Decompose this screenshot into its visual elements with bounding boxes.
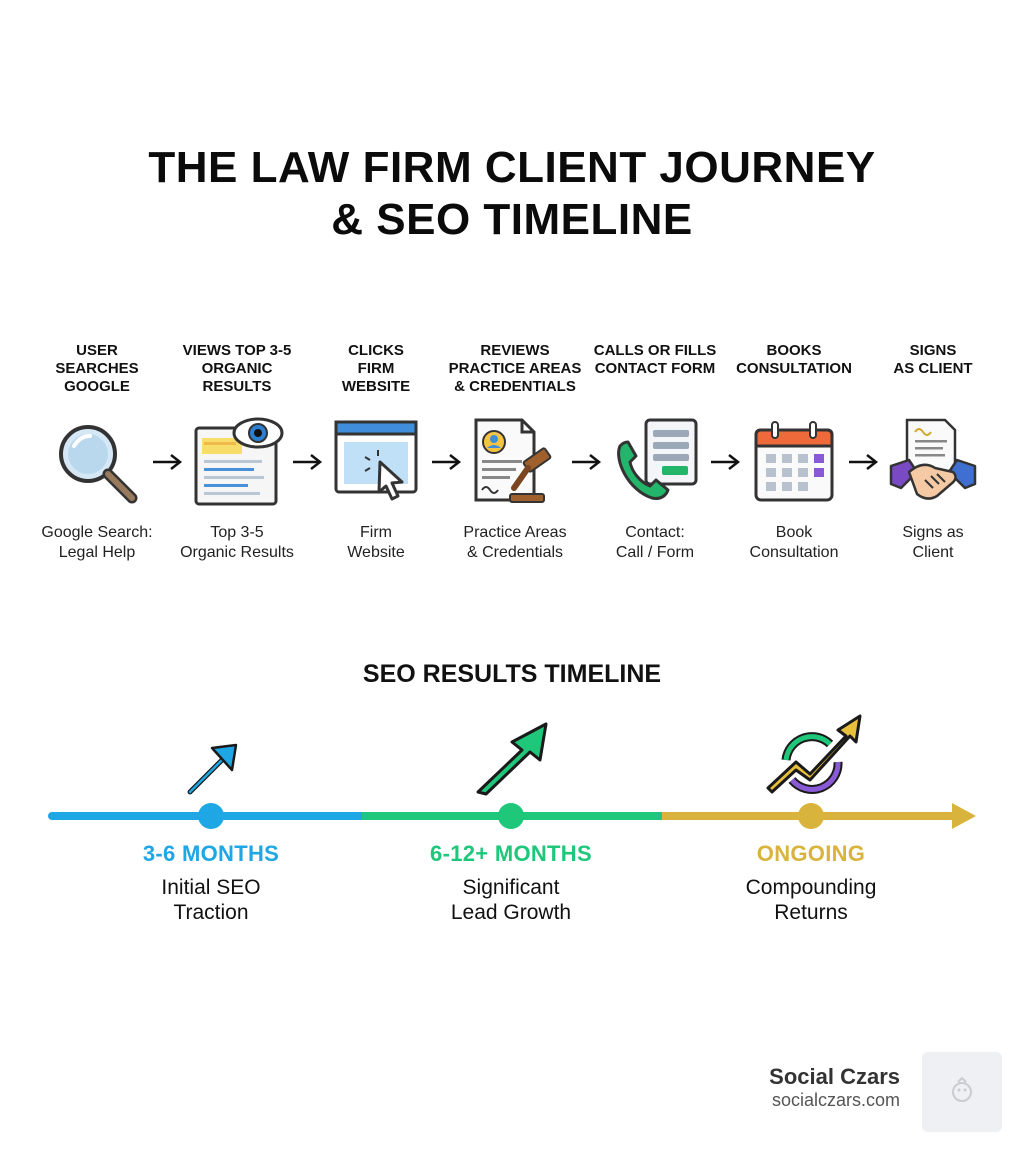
step-heading-line: SEARCHES: [55, 360, 139, 377]
phase-description-line: Compounding: [745, 876, 877, 899]
step-heading-line: BOOKS: [766, 342, 822, 359]
step-heading-line: CALLS OR FILLS: [593, 342, 717, 359]
step-caption-line: Google Search:: [41, 524, 153, 541]
phone-form-icon: [617, 418, 698, 500]
phase-label-3: ONGOING: [756, 841, 866, 866]
brand-mascot-icon: [952, 1076, 972, 1102]
timeline-dot-2: [498, 803, 524, 829]
timeline-arrowhead: [952, 803, 976, 829]
brand-url[interactable]: socialczars.com: [771, 1090, 900, 1110]
page-title: THE LAW FIRM CLIENT JOURNEY & SEO TIMELI…: [0, 142, 1024, 246]
step-heading-4: REVIEWS PRACTICE AREAS & CREDENTIALS: [440, 342, 590, 396]
step-heading-5: CALLS OR FILLS CONTACT FORM: [580, 342, 730, 378]
title-line-2: & SEO TIMELINE: [331, 195, 693, 244]
step-heading-line: AS CLIENT: [893, 360, 973, 377]
arrow-up-icon: [187, 743, 238, 795]
timeline-graphic: [48, 714, 976, 829]
phase-description-line: Returns: [774, 901, 848, 924]
calendar-icon: [754, 421, 834, 502]
arrow-right-icon: [711, 454, 741, 470]
step-heading-2: VIEWS TOP 3-5 ORGANIC RESULTS: [162, 342, 312, 396]
arrow-right-icon: [572, 454, 602, 470]
step-caption-7: Signs as Client: [858, 523, 1008, 563]
step-caption-4: Practice Areas & Credentials: [440, 523, 590, 563]
arrow-right-icon: [293, 454, 323, 470]
step-caption-1: Google Search: Legal Help: [22, 523, 172, 563]
step-caption-line: Signs as: [902, 524, 964, 541]
browser-click-icon: [334, 420, 418, 501]
step-heading-line: REVIEWS: [480, 342, 550, 359]
phase-description-3: Compounding Returns: [661, 875, 961, 925]
step-heading-line: & CREDENTIALS: [454, 378, 576, 395]
step-caption-line: Website: [347, 544, 405, 561]
step-heading-line: FIRM: [357, 360, 395, 377]
brand-logo: [922, 1052, 1002, 1132]
step-caption-line: Firm: [360, 524, 392, 541]
step-caption-line: Practice Areas: [463, 524, 567, 541]
step-heading-line: WEBSITE: [341, 378, 411, 395]
brand-name: Social Czars: [769, 1064, 900, 1089]
step-caption-line: Top 3-5: [210, 524, 264, 541]
compounding-cycle-arrow-icon: [766, 714, 862, 794]
phase-label-2: 6-12+ MONTHS: [430, 841, 592, 866]
step-caption-line: Organic Results: [180, 544, 294, 561]
phase-label-1: 3-6 MONTHS: [142, 841, 280, 866]
phase-description-2: Significant Lead Growth: [361, 875, 661, 925]
step-heading-line: CONSULTATION: [736, 360, 852, 377]
step-heading-line: GOOGLE: [64, 378, 130, 395]
timeline-dot-3: [798, 803, 824, 829]
step-caption-line: Client: [912, 544, 954, 561]
step-heading-6: BOOKS CONSULTATION: [719, 342, 869, 378]
step-heading-line: CONTACT FORM: [594, 360, 716, 377]
step-caption-line: Book: [775, 524, 813, 541]
step-caption-line: Legal Help: [58, 544, 136, 561]
step-caption-line: Consultation: [749, 544, 839, 561]
step-heading-line: RESULTS: [202, 378, 272, 395]
step-heading-1: USER SEARCHES GOOGLE: [22, 342, 172, 396]
step-heading-7: SIGNS AS CLIENT: [858, 342, 1008, 378]
step-heading-line: VIEWS TOP 3-5: [182, 342, 292, 359]
arrow-right-icon: [849, 454, 879, 470]
step-heading-line: USER: [76, 342, 118, 359]
arrow-right-icon: [153, 454, 183, 470]
handshake-contract-icon: [889, 418, 977, 500]
timeline-title: SEO RESULTS TIMELINE: [362, 660, 662, 688]
timeline-dot-1: [198, 803, 224, 829]
step-caption-6: Book Consultation: [719, 523, 869, 563]
step-heading-line: ORGANIC: [201, 360, 273, 377]
step-caption-3: Firm Website: [301, 523, 451, 563]
step-heading-line: SIGNS: [909, 342, 957, 359]
title-line-1: THE LAW FIRM CLIENT JOURNEY: [148, 143, 876, 192]
step-caption-line: Call / Form: [615, 544, 695, 561]
search-results-eye-icon: [194, 417, 284, 506]
step-caption-line: Contact:: [625, 524, 685, 541]
step-heading-line: CLICKS: [348, 342, 404, 359]
arrow-right-icon: [432, 454, 462, 470]
credentials-gavel-icon: [474, 418, 552, 503]
phase-description-line: Initial SEO: [161, 876, 261, 899]
step-caption-2: Top 3-5 Organic Results: [162, 523, 312, 563]
magnifier-icon: [59, 425, 138, 504]
arrow-up-large-icon: [476, 722, 548, 796]
phase-description-1: Initial SEO Traction: [61, 875, 361, 925]
phase-description-line: Lead Growth: [450, 901, 572, 924]
phase-description-line: Significant: [462, 876, 560, 899]
step-heading-3: CLICKS FIRM WEBSITE: [301, 342, 451, 396]
step-heading-line: PRACTICE AREAS: [448, 360, 582, 377]
phase-description-line: Traction: [173, 901, 249, 924]
step-caption-line: & Credentials: [466, 544, 564, 561]
step-caption-5: Contact: Call / Form: [580, 523, 730, 563]
